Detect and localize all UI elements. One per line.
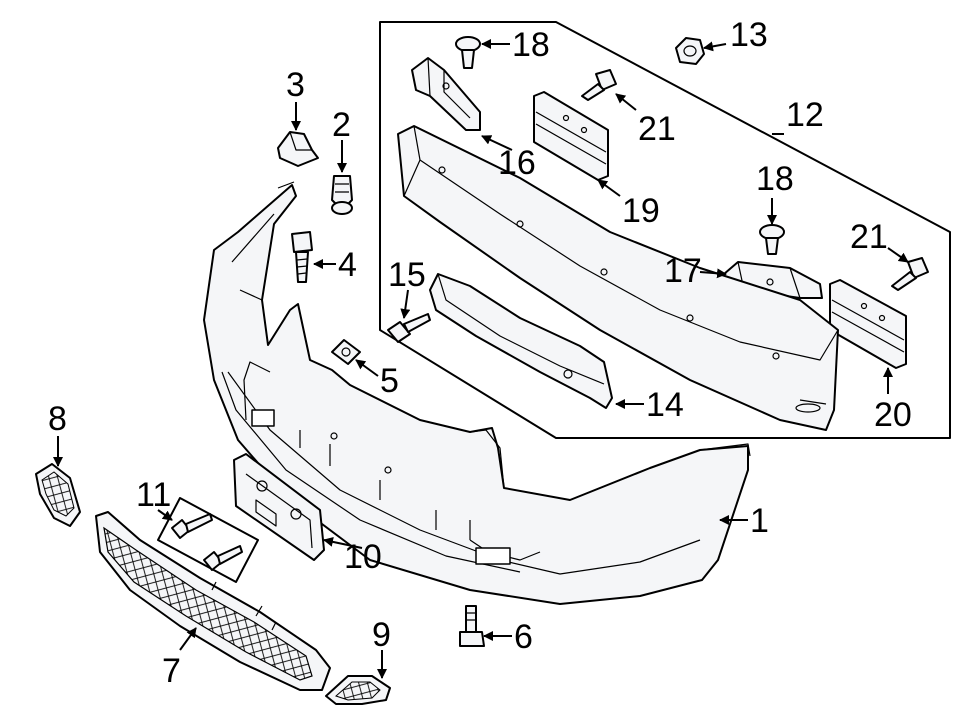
callout-labels: 1 2 3 4 5 6 7 8 9 10 11 12 13 14 15 16 1…	[48, 16, 912, 690]
callout-21a: 21	[638, 110, 676, 148]
nut-13	[675, 37, 705, 65]
screw-set-11	[157, 497, 259, 583]
bracket-16	[411, 57, 481, 131]
bolt-21b	[891, 257, 929, 291]
callout-19: 19	[622, 192, 660, 230]
absorber-bracket-19	[533, 91, 609, 181]
callout-3: 3	[286, 66, 305, 104]
callout-5: 5	[380, 362, 399, 400]
push-pin-18a	[455, 36, 481, 69]
fog-cover-9	[325, 675, 391, 705]
bolt-4	[291, 231, 313, 283]
callout-18b: 18	[756, 160, 794, 198]
callout-6: 6	[514, 618, 533, 656]
callout-8: 8	[48, 400, 67, 438]
callout-2: 2	[332, 106, 351, 144]
callout-16: 16	[498, 144, 536, 182]
callout-4: 4	[338, 246, 357, 284]
energy-absorber-14	[429, 273, 613, 409]
callout-7: 7	[162, 652, 181, 690]
callout-1: 1	[750, 502, 769, 540]
screw-15	[387, 313, 431, 343]
leader-lines	[53, 39, 909, 679]
callout-17: 17	[664, 252, 702, 290]
reinforcement-bar	[397, 125, 839, 431]
bumper-cover	[203, 181, 751, 605]
callout-21b: 21	[850, 218, 888, 256]
callout-10: 10	[344, 538, 382, 576]
callout-9: 9	[372, 616, 391, 654]
callout-12: 12	[786, 96, 824, 134]
callout-13: 13	[730, 16, 768, 54]
fog-cover-8	[35, 463, 81, 527]
bracket-clip-3	[277, 131, 319, 167]
lower-grille-7	[95, 511, 331, 691]
callout-20: 20	[874, 396, 912, 434]
bolt-21a	[581, 69, 617, 101]
absorber-bracket-20	[829, 279, 907, 369]
license-bracket-10	[233, 453, 325, 561]
push-pin-2	[331, 175, 353, 215]
callout-18a: 18	[512, 26, 550, 64]
callout-11: 11	[136, 476, 171, 514]
nut-clip-5	[331, 339, 361, 365]
subassembly-outline	[379, 21, 951, 439]
callout-15: 15	[388, 256, 426, 294]
bolt-6	[459, 605, 485, 647]
callout-14: 14	[646, 386, 684, 424]
push-pin-18b	[759, 224, 785, 255]
